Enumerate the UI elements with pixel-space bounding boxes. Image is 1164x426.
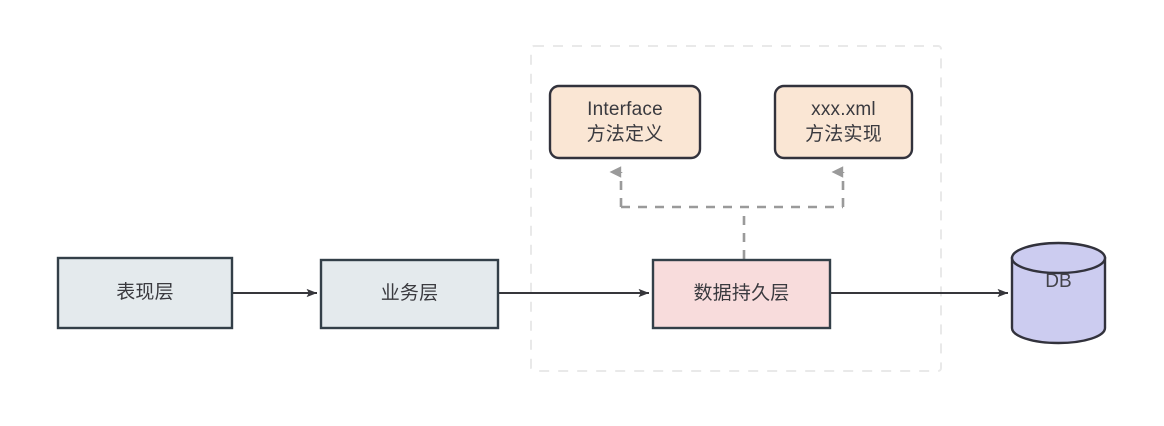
node-persistence-layer[interactable] [651, 258, 832, 330]
node-database-cylinder[interactable] [1010, 241, 1107, 345]
dashed-group-container [530, 45, 942, 372]
node-presentation-layer[interactable] [56, 256, 234, 330]
node-xml-box[interactable] [773, 84, 914, 160]
node-business-layer[interactable] [319, 258, 500, 330]
node-interface-box[interactable] [548, 84, 702, 160]
